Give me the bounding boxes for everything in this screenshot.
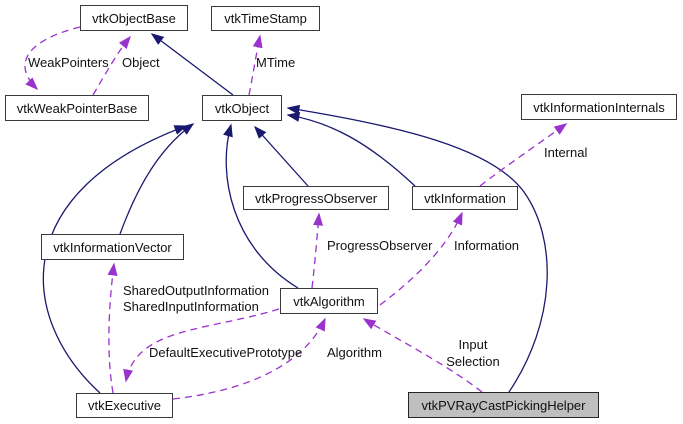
edge-label-algorithm: Algorithm [327, 345, 382, 360]
node-vtkProgressObserver[interactable]: vtkProgressObserver [243, 186, 389, 210]
edge-label-selection: Selection [446, 354, 500, 369]
edge-vtkinformationvector-to-vtkobject [119, 123, 195, 235]
node-vtkTimeStamp[interactable]: vtkTimeStamp [211, 6, 320, 31]
edge-defaultexecutiveprototype [123, 308, 280, 383]
node-vtkObject[interactable]: vtkObject [202, 95, 282, 121]
edge-label-input: Input [458, 337, 488, 352]
edge-label-sharedoutputinformation: SharedOutputInformation [123, 283, 269, 298]
edge-algorithm [172, 317, 326, 400]
edge-label-sharedinputinformation: SharedInputInformation [123, 299, 259, 314]
edge-weakpointers [24, 26, 81, 91]
edge-vtkobject-to-vtkobjectbase [150, 33, 234, 96]
edge-mtime [248, 34, 263, 96]
edge-vtkalgorithm-to-vtkobject [223, 123, 299, 289]
node-vtkObjectBase[interactable]: vtkObjectBase [80, 5, 188, 31]
edge-label-input-selection: Input Selection [440, 336, 506, 370]
node-vtkInformation[interactable]: vtkInformation [412, 186, 518, 210]
edge-internal [479, 123, 568, 187]
node-vtkExecutive[interactable]: vtkExecutive [76, 393, 173, 418]
edge-vtkinformation-to-vtkobject [286, 111, 416, 187]
edge-vtkprogressobserver-to-vtkobject [253, 125, 309, 187]
edge-label-object: Object [122, 55, 160, 70]
node-vtkWeakPointerBase[interactable]: vtkWeakPointerBase [5, 95, 149, 121]
edge-vtkpvraycastpickinghelper-to-vtkobject [286, 104, 548, 393]
edge-label-defaultexecutiveprototype: DefaultExecutivePrototype [149, 345, 303, 360]
edge-label-weakpointers: WeakPointers [28, 55, 109, 70]
edge-object [92, 35, 131, 96]
node-vtkInformationVector[interactable]: vtkInformationVector [41, 234, 184, 260]
edge-label-sharedinformation: SharedOutputInformation SharedInputInfor… [123, 283, 269, 315]
node-vtkInformationInternals[interactable]: vtkInformationInternals [521, 94, 677, 120]
node-vtkAlgorithm[interactable]: vtkAlgorithm [280, 288, 378, 314]
edge-label-internal: Internal [544, 145, 588, 160]
node-vtkPVRayCastPickingHelper: vtkPVRayCastPickingHelper [408, 392, 599, 418]
edge-information [379, 211, 463, 306]
edge-label-information: Information [454, 238, 520, 253]
edge-progressobserver [311, 212, 324, 289]
edge-input-selection [362, 318, 483, 393]
edge-label-progressobserver: ProgressObserver [327, 238, 433, 253]
edge-sharedinformation [107, 262, 118, 394]
edge-label-mtime: MTime [256, 55, 296, 70]
